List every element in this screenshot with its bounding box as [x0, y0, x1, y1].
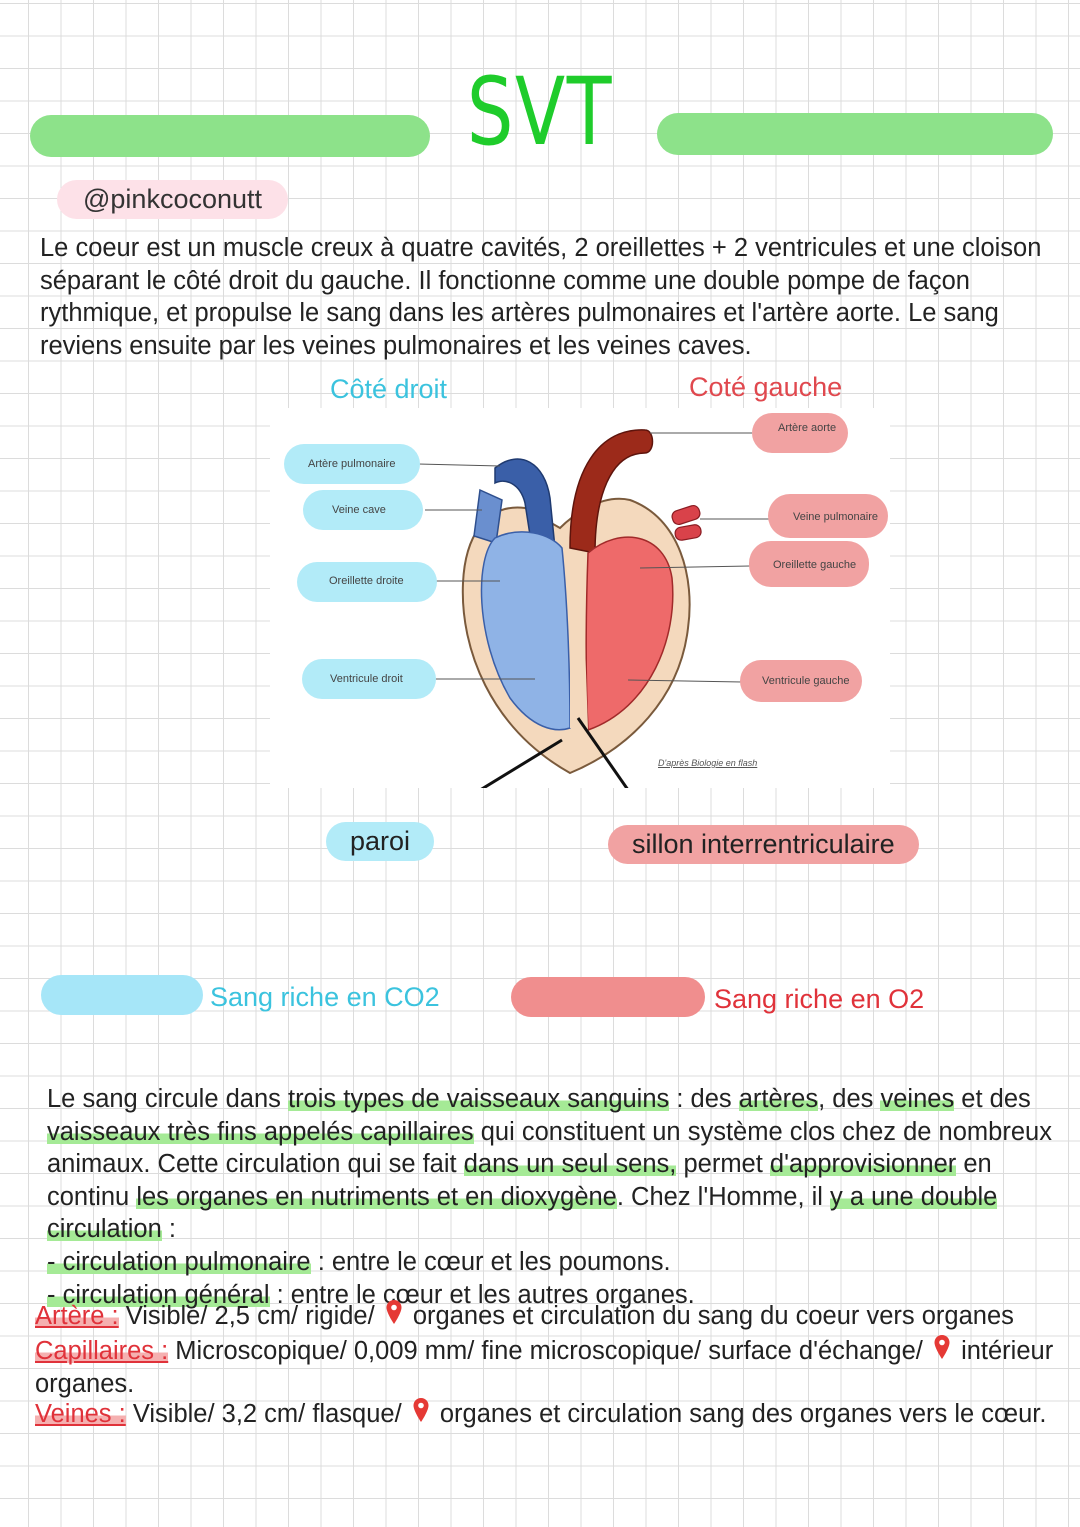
heart-illustration: [417, 429, 770, 788]
text-run: permet: [676, 1150, 770, 1179]
author-handle: @pinkcoconutt: [57, 180, 289, 219]
wall-callout-line: [480, 738, 563, 788]
location-pin-icon: [930, 1335, 954, 1368]
legend-swatch-co2: [41, 975, 203, 1015]
definition-text: Visible/ 3,2 cm/ flasque/: [125, 1400, 409, 1428]
highlight-veins: veines: [880, 1085, 955, 1113]
septum: [570, 558, 588, 730]
pulmonary-vein-1: [671, 504, 701, 526]
right-side-label: Côté droit: [330, 374, 448, 404]
text-run: . Chez l'Homme, il: [616, 1182, 831, 1211]
label-pill-right-atrium: [297, 562, 437, 602]
header-bar-right: [657, 113, 1053, 155]
heart-diagram: Artère pulmonaire Veine cave Oreillette …: [270, 408, 890, 788]
label-right-atrium: Oreillette droite: [329, 575, 404, 587]
highlight-supply: d'approvisionner: [769, 1150, 957, 1179]
text-run: , des: [818, 1085, 881, 1113]
legend-swatch-o2: [511, 977, 705, 1017]
definition-text: Visible/ 2,5 cm/ rigide/: [118, 1302, 382, 1330]
label-left-ventricle: Ventricule gauche: [762, 675, 850, 687]
label-aorta: Artère aorte: [778, 422, 837, 434]
term-artery: Artère :: [35, 1302, 119, 1330]
label-pulmonary-artery: Artère pulmonaire: [308, 458, 396, 470]
label-pill-pulmonary-artery: [284, 444, 420, 484]
highlight-capillaries: vaisseaux très fins appelés capillaires: [47, 1117, 474, 1146]
label-pill-left-ventricle: [740, 660, 862, 702]
bullet-pulmonary-text: : entre le cœur et les poumons.: [310, 1247, 671, 1276]
vessel-definition-capillaries: Capillaires : Microscopique/ 0,009 mm/ f…: [35, 1335, 1075, 1401]
location-pin-icon: [382, 1300, 406, 1333]
vessel-definition-veins: Veines : Visible/ 3,2 cm/ flasque/ organ…: [35, 1398, 1075, 1431]
leader-lines-right: [417, 463, 535, 680]
header-bar-left: [30, 115, 430, 157]
definition-text: organes et circulation sang des organes …: [432, 1400, 1047, 1428]
text-run: en continu: [47, 1150, 992, 1211]
text-run: :: [161, 1215, 176, 1244]
pulmonary-vein-2: [674, 524, 702, 541]
highlight-vessel-types: trois types de vaisseaux sanguins: [287, 1085, 670, 1113]
term-capillaries: Capillaires :: [35, 1337, 169, 1365]
highlight-arteries: artères: [738, 1085, 819, 1113]
groove-callout-line: [576, 717, 629, 788]
highlight-one-direction: dans un seul sens,: [463, 1150, 677, 1179]
diagram-credit: D'après Biologie en flash: [658, 758, 758, 768]
groove-callout: sillon interrentriculaire: [608, 825, 919, 864]
aorta-shape: [569, 429, 654, 554]
label-pill-pulmonary-vein: [768, 494, 888, 538]
definition-text: Microscopique/ 0,009 mm/ fine microscopi…: [168, 1337, 930, 1365]
left-side-label: Coté gauche: [689, 372, 843, 402]
label-pill-vena-cava: [303, 490, 423, 530]
text-run: qui constituent un système clos chez de …: [47, 1117, 1052, 1179]
intro-paragraph: Le coeur est un muscle creux à quatre ca…: [40, 234, 1042, 360]
label-vena-cava: Veine cave: [332, 504, 386, 516]
legend-label-co2: Sang riche en CO2: [210, 982, 440, 1012]
page-title: SVT: [466, 58, 614, 167]
label-left-atrium: Oreillette gauche: [773, 559, 857, 571]
legend-label-o2: Sang riche en O2: [714, 984, 925, 1014]
highlight-organs-nutrients: les organes en nutriments et en dioxygèn…: [136, 1182, 617, 1211]
wall-callout: paroi: [326, 822, 435, 861]
bullet-general-text: : entre le cœur et les autres organes.: [269, 1280, 695, 1309]
left-chambers: [585, 536, 674, 732]
circulation-paragraph: Le sang circule dans trois types de vais…: [47, 1083, 1067, 1311]
location-pin-icon: [409, 1398, 433, 1431]
bullet-pulmonary-title: - circulation pulmonaire: [47, 1247, 311, 1276]
text-run: et des: [954, 1085, 1031, 1113]
definition-text: organes et circulation du sang du coeur …: [405, 1302, 1014, 1330]
definition-text: intérieur organes.: [35, 1337, 1054, 1398]
label-right-ventricle: Ventricule droit: [330, 673, 403, 685]
text-run: Le sang circule dans: [47, 1085, 288, 1113]
leader-lines-left: [627, 432, 770, 683]
term-veins: Veines :: [35, 1400, 126, 1428]
vena-cava: [473, 488, 503, 544]
text-run: : des: [669, 1085, 739, 1113]
label-pill-left-atrium: [749, 541, 869, 587]
label-pill-aorta: [752, 413, 848, 453]
label-pulmonary-vein: Veine pulmonaire: [793, 511, 879, 523]
label-pill-right-ventricle: [302, 659, 436, 699]
vessel-definition-artery: Artère : Visible/ 2,5 cm/ rigide/ organe…: [35, 1300, 1075, 1333]
